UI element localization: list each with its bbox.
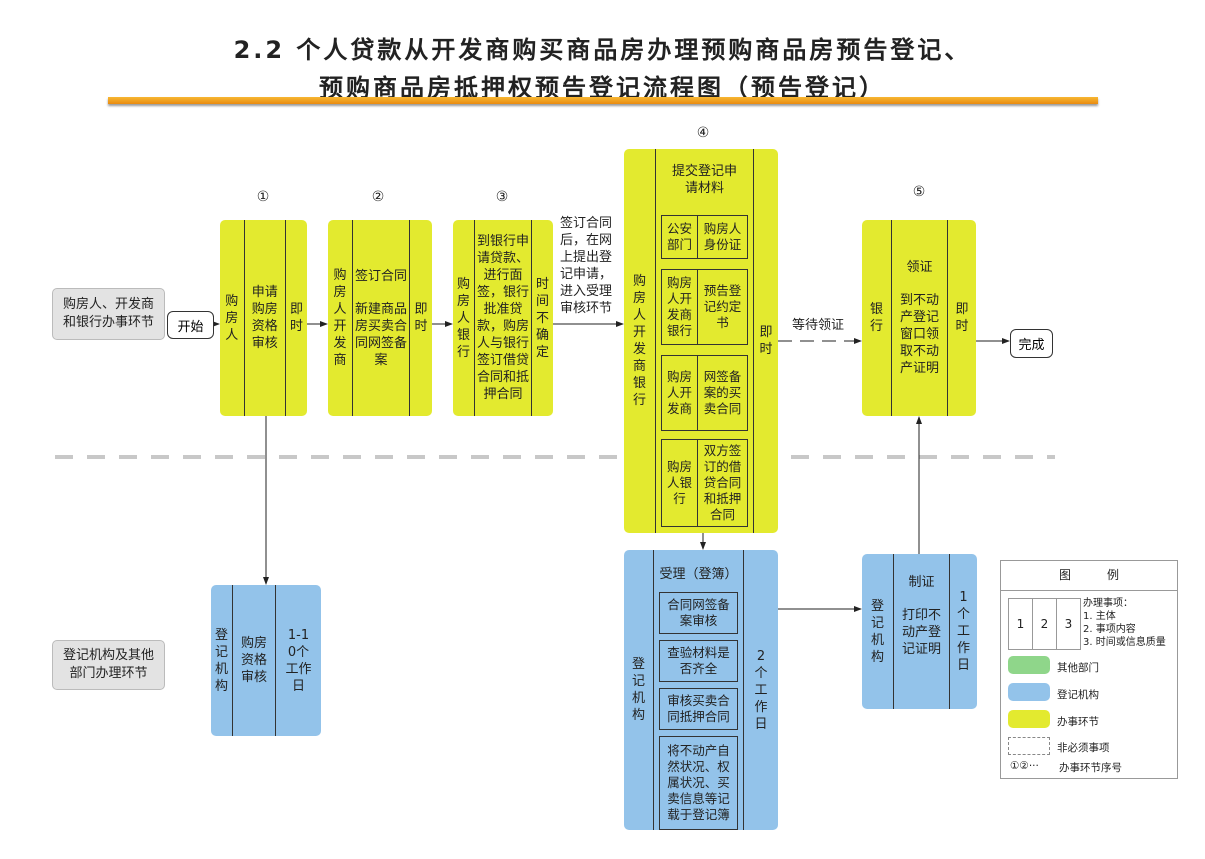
reg-time: 1个工作日 xyxy=(949,554,977,709)
step-number: ③ xyxy=(495,189,509,205)
step-time: 即时 xyxy=(284,220,307,416)
step-content: 申请购房资格审核 xyxy=(243,220,285,416)
legend-structure-sample: 1 2 3 xyxy=(1008,598,1081,650)
step-subject: 购房人 xyxy=(225,293,239,343)
legend-label: 办事环节 xyxy=(1057,716,1099,728)
title-line1: 2.2 个人贷款从开发商购买商品房办理预购商品房预告登记、 xyxy=(233,36,972,64)
step-content: 到银行申请贷款、进行面签，银行批准贷款，购房人与银行签订借贷合同和抵押合同 xyxy=(474,220,531,416)
material-item: 公安部门购房人身份证 xyxy=(661,215,748,259)
material-name: 双方签订的借贷合同和抵押合同 xyxy=(703,443,742,522)
step-number: ④ xyxy=(696,125,710,141)
reg-time: 1-10个工作日 xyxy=(275,585,321,736)
reg-item: 审核买卖合同抵押合同 xyxy=(659,688,738,730)
step-time: 时间不确定 xyxy=(531,220,553,416)
reg-item: 将不动产自然状况、权属状况、买卖信息等记载于登记簿 xyxy=(659,736,738,830)
reg-subject: 登记机构 xyxy=(870,598,884,665)
end-node: 完成 xyxy=(1010,329,1053,358)
legend: 图 例 1 2 3 办理事项： 1. 主体 2. 事项内容 3. 时间或信息质量… xyxy=(1000,560,1178,779)
legend-label: 登记机构 xyxy=(1057,689,1099,701)
step-1-box: 购房人 申请购房资格审核 即时 xyxy=(220,220,307,416)
title-underline xyxy=(108,97,1098,104)
legend-label: 其他部门 xyxy=(1057,662,1099,674)
step-4-box: 购房人开发商银行 提交登记申请材料 公安部门购房人身份证 购房人开发商银行预告登… xyxy=(624,149,778,533)
reg-item: 查验材料是否齐全 xyxy=(659,640,738,682)
material-provider: 购房人开发商银行 xyxy=(662,270,698,344)
legend-label: 非必须事项 xyxy=(1057,742,1110,754)
step-5-box: 银行 领证 到不动产登记窗口领取不动产证明 即时 xyxy=(862,220,976,416)
reg-content-group: 受理（登簿） 合同网签备案审核 查验材料是否齐全 审核买卖合同抵押合同 将不动产… xyxy=(653,550,743,830)
step-content: 领证 xyxy=(906,260,933,275)
step-content: 签订合同 xyxy=(355,268,408,284)
legend-desc-line: 2. 事项内容 xyxy=(1083,624,1136,635)
step-content-group: 签订合同 新建商品房买卖合同网签备案 xyxy=(352,220,409,416)
reg-qualification-box: 登记机构 购房资格审核 1-10个工作日 xyxy=(211,585,321,736)
step-2-box: 购房人开发商 签订合同 新建商品房买卖合同网签备案 即时 xyxy=(328,220,432,416)
legend-desc-line: 1. 主体 xyxy=(1083,611,1116,622)
legend-cell: 2 xyxy=(1032,599,1056,649)
material-provider: 公安部门 xyxy=(662,216,698,258)
reg-content-group: 制证 打印不动产登记证明 xyxy=(893,554,949,709)
legend-structure-desc: 办理事项： 1. 主体 2. 事项内容 3. 时间或信息质量 xyxy=(1083,597,1166,649)
step-detail: 新建商品房买卖合同网签备案 xyxy=(355,301,408,368)
reg-content: 购房资格审核 xyxy=(232,585,275,736)
material-provider: 购房人银行 xyxy=(662,440,698,526)
material-item: 购房人开发商网签备案的买卖合同 xyxy=(661,355,748,431)
step-number: ① xyxy=(256,189,270,205)
step-subject: 银行 xyxy=(869,302,883,334)
reg-content: 受理（登簿） xyxy=(659,567,738,582)
lane-label-top: 购房人、开发商和银行办事环节 xyxy=(52,288,165,340)
material-name: 预告登记约定书 xyxy=(703,283,742,330)
reg-time: 2个工作日 xyxy=(743,550,778,830)
reg-subject: 登记机构 xyxy=(631,657,645,723)
legend-seq-symbol: ①②··· xyxy=(1010,760,1039,772)
material-name: 购房人身份证 xyxy=(703,221,742,252)
step-content-group: 提交登记申请材料 公安部门购房人身份证 购房人开发商银行预告登记约定书 购房人开… xyxy=(655,149,753,533)
material-name: 网签备案的买卖合同 xyxy=(703,369,742,416)
step-content: 提交登记申请材料 xyxy=(671,164,737,196)
note-submit-online: 签订合同后，在网上提出登记申请，进入受理审核环节 xyxy=(560,216,613,316)
legend-swatch-registry xyxy=(1008,683,1050,701)
material-item: 购房人银行双方签订的借贷合同和抵押合同 xyxy=(661,439,748,527)
reg-certificate-box: 登记机构 制证 打印不动产登记证明 1个工作日 xyxy=(862,554,977,709)
legend-cell: 3 xyxy=(1056,599,1080,649)
reg-content: 制证 xyxy=(908,575,935,590)
wait-label: 等待领证 xyxy=(792,318,845,333)
step-subject: 购房人开发商银行 xyxy=(632,274,646,408)
material-provider: 购房人开发商 xyxy=(662,356,698,430)
legend-title: 图 例 xyxy=(1001,561,1177,591)
reg-acceptance-box: 登记机构 受理（登簿） 合同网签备案审核 查验材料是否齐全 审核买卖合同抵押合同… xyxy=(624,550,778,830)
step-detail: 到不动产登记窗口领取不动产证明 xyxy=(899,293,939,376)
start-node: 开始 xyxy=(167,311,214,339)
step-number: ⑤ xyxy=(912,184,926,200)
material-item: 购房人开发商银行预告登记约定书 xyxy=(661,269,748,345)
step-time: 即时 xyxy=(409,220,432,416)
legend-label: 办事环节序号 xyxy=(1059,762,1122,774)
reg-subject: 登记机构 xyxy=(214,627,228,694)
reg-detail: 打印不动产登记证明 xyxy=(901,608,941,657)
legend-swatch-optional xyxy=(1008,737,1050,755)
step-subject: 购房人开发商 xyxy=(333,268,347,368)
step-time: 即时 xyxy=(947,220,976,416)
step-number: ② xyxy=(371,189,385,205)
legend-desc-line: 办理事项： xyxy=(1083,598,1133,609)
step-subject: 购房人银行 xyxy=(456,276,470,360)
legend-desc-line: 3. 时间或信息质量 xyxy=(1083,637,1166,648)
legend-cell: 1 xyxy=(1016,617,1025,631)
legend-swatch-step xyxy=(1008,710,1050,728)
reg-item: 合同网签备案审核 xyxy=(659,592,738,634)
step-3-box: 购房人银行 到银行申请贷款、进行面签，银行批准贷款，购房人与银行签订借贷合同和抵… xyxy=(453,220,553,416)
legend-swatch-other xyxy=(1008,656,1050,674)
lane-label-bottom: 登记机构及其他部门办理环节 xyxy=(52,640,165,690)
step-time: 即时 xyxy=(753,149,778,533)
step-content-group: 领证 到不动产登记窗口领取不动产证明 xyxy=(891,220,947,416)
